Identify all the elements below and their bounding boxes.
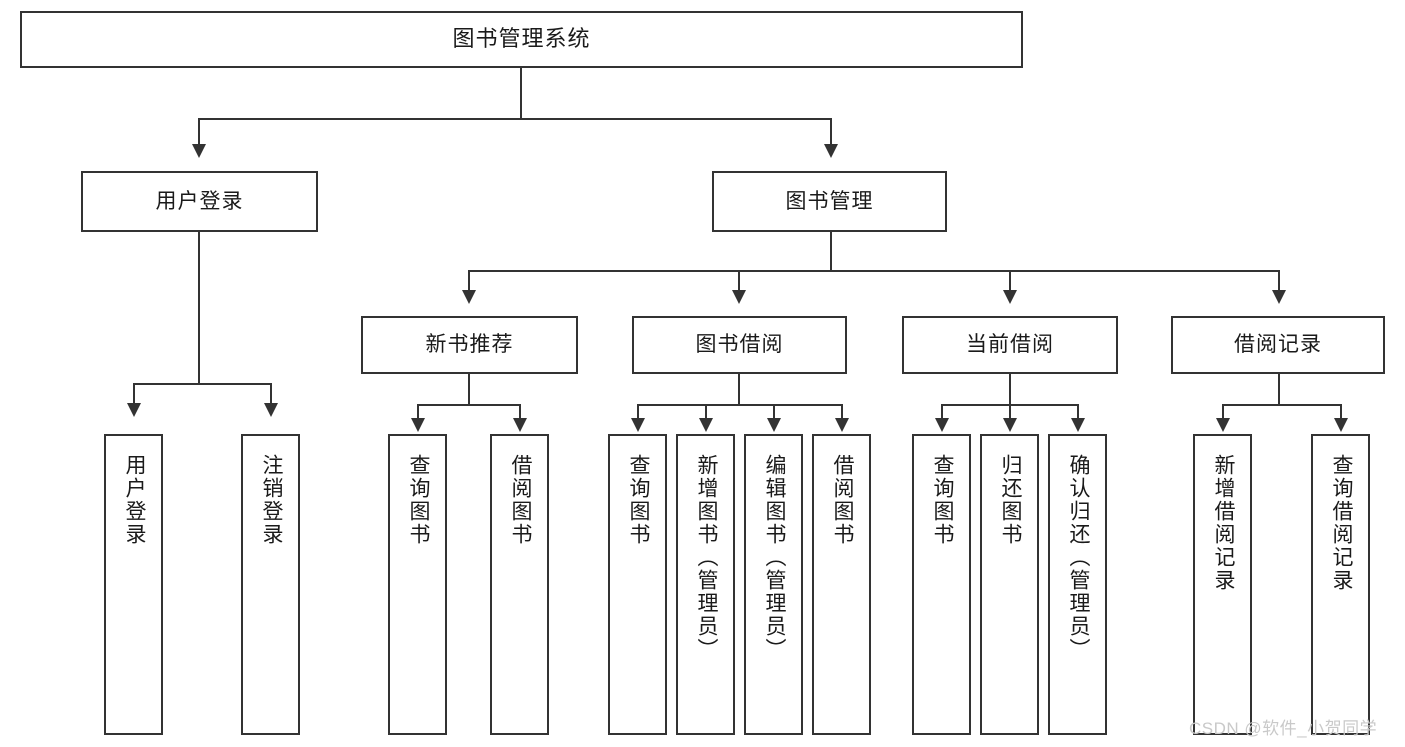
connector-book-borrow-to-leaf-1 [637, 404, 639, 422]
leaf-label: 新增借阅记录 [1211, 454, 1235, 592]
leaf-label: 查询图书 [406, 454, 430, 546]
node-current-borrow[interactable]: 当前借阅 [902, 316, 1118, 374]
leaf-label: 用户登录 [122, 454, 146, 546]
arrow-current-borrow-to-leaf-3 [1071, 418, 1085, 432]
arrow-book-borrow-to-leaf-1 [631, 418, 645, 432]
arrow-user-login-to-leaf-1 [127, 403, 141, 417]
leaf-return-book[interactable]: 归还图书 [980, 434, 1039, 735]
arrow-root-to-user-login [192, 144, 206, 158]
leaf-add-book[interactable]: 新增图书（管理员） [676, 434, 735, 735]
watermark-label: CSDN @软件_小贺同学 [1189, 719, 1378, 738]
connector-book-borrow-to-leaf-2 [705, 404, 707, 422]
connector-new-book-to-leaf-1 [417, 404, 419, 422]
arrow-bm-to-book-borrow [732, 290, 746, 304]
connector-root-to-user-login [198, 118, 200, 148]
arrow-bm-to-new-book [462, 290, 476, 304]
leaf-label: 确认归还（管理员） [1066, 454, 1090, 661]
connector-book-borrow-to-leaf-3 [773, 404, 775, 422]
csdn-watermark: CSDN @软件_小贺同学 [1189, 714, 1377, 739]
arrow-user-login-to-leaf-2 [264, 403, 278, 417]
arrow-book-borrow-to-leaf-4 [835, 418, 849, 432]
leaf-user-login[interactable]: 用户登录 [104, 434, 163, 735]
node-new-book-recommend[interactable]: 新书推荐 [361, 316, 578, 374]
connector-book-management-stem [830, 232, 832, 272]
leaf-label: 借阅图书 [508, 454, 532, 546]
connector-book-borrow-bus [637, 404, 842, 406]
leaf-label: 新增图书（管理员） [694, 454, 718, 661]
leaf-label: 查询借阅记录 [1329, 454, 1353, 592]
arrow-book-borrow-to-leaf-2 [699, 418, 713, 432]
leaf-query-book-2[interactable]: 查询图书 [608, 434, 667, 735]
arrow-book-borrow-to-leaf-3 [767, 418, 781, 432]
leaf-label: 编辑图书（管理员） [762, 454, 786, 661]
leaf-edit-book[interactable]: 编辑图书（管理员） [744, 434, 803, 735]
leaf-query-book-1[interactable]: 查询图书 [388, 434, 447, 735]
connector-bm-to-borrow-record [1278, 270, 1280, 292]
connector-borrow-record-to-leaf-2 [1340, 404, 1342, 422]
connector-user-login-to-leaf-1 [133, 383, 135, 405]
connector-root-bus [198, 118, 832, 120]
node-user-login[interactable]: 用户登录 [81, 171, 318, 232]
leaf-logout[interactable]: 注销登录 [241, 434, 300, 735]
node-label: 新书推荐 [425, 333, 514, 357]
arrow-borrow-record-to-leaf-2 [1334, 418, 1348, 432]
leaf-borrow-book-1[interactable]: 借阅图书 [490, 434, 549, 735]
connector-book-borrow-stem [738, 374, 740, 406]
node-label: 借阅记录 [1234, 333, 1322, 357]
connector-book-borrow-to-leaf-4 [841, 404, 843, 422]
connector-new-book-stem [468, 374, 470, 406]
arrow-root-to-book-management [824, 144, 838, 158]
arrow-bm-to-current-borrow [1003, 290, 1017, 304]
leaf-label: 归还图书 [998, 454, 1022, 546]
arrow-bm-to-borrow-record [1272, 290, 1286, 304]
node-book-management[interactable]: 图书管理 [712, 171, 947, 232]
node-label: 用户登录 [155, 189, 244, 213]
connector-borrow-record-bus [1222, 404, 1342, 406]
connector-user-login-stem [198, 232, 200, 385]
connector-user-login-bus [133, 383, 271, 385]
connector-root-stem [520, 68, 522, 119]
connector-current-borrow-to-leaf-1 [941, 404, 943, 422]
node-book-borrow[interactable]: 图书借阅 [632, 316, 847, 374]
node-label: 图书借阅 [695, 333, 784, 357]
node-book-management-system[interactable]: 图书管理系统 [20, 11, 1023, 68]
connector-book-management-bus [468, 270, 1280, 272]
leaf-confirm-return[interactable]: 确认归还（管理员） [1048, 434, 1107, 735]
connector-user-login-to-leaf-2 [270, 383, 272, 405]
connector-current-borrow-stem [1009, 374, 1011, 406]
connector-current-borrow-to-leaf-2 [1009, 404, 1011, 422]
connector-borrow-record-to-leaf-1 [1222, 404, 1224, 422]
connector-bm-to-new-book [468, 270, 470, 292]
connector-new-book-bus [417, 404, 521, 406]
connector-borrow-record-stem [1278, 374, 1280, 406]
connector-root-to-book-management [830, 118, 832, 148]
connector-current-borrow-to-leaf-3 [1077, 404, 1079, 422]
node-borrow-record[interactable]: 借阅记录 [1171, 316, 1385, 374]
arrow-current-borrow-to-leaf-1 [935, 418, 949, 432]
leaf-label: 借阅图书 [830, 454, 854, 546]
arrow-current-borrow-to-leaf-2 [1003, 418, 1017, 432]
arrow-new-book-to-leaf-2 [513, 418, 527, 432]
node-label: 当前借阅 [966, 333, 1054, 357]
leaf-query-record[interactable]: 查询借阅记录 [1311, 434, 1370, 735]
node-label: 图书管理系统 [452, 26, 591, 52]
node-label: 图书管理 [785, 189, 874, 213]
leaf-label: 查询图书 [626, 454, 650, 546]
connector-bm-to-book-borrow [738, 270, 740, 292]
leaf-label: 查询图书 [930, 454, 954, 546]
leaf-label: 注销登录 [259, 454, 283, 546]
arrow-new-book-to-leaf-1 [411, 418, 425, 432]
connector-new-book-to-leaf-2 [519, 404, 521, 422]
leaf-add-record[interactable]: 新增借阅记录 [1193, 434, 1252, 735]
arrow-borrow-record-to-leaf-1 [1216, 418, 1230, 432]
leaf-borrow-book-2[interactable]: 借阅图书 [812, 434, 871, 735]
connector-bm-to-current-borrow [1009, 270, 1011, 292]
leaf-query-book-3[interactable]: 查询图书 [912, 434, 971, 735]
